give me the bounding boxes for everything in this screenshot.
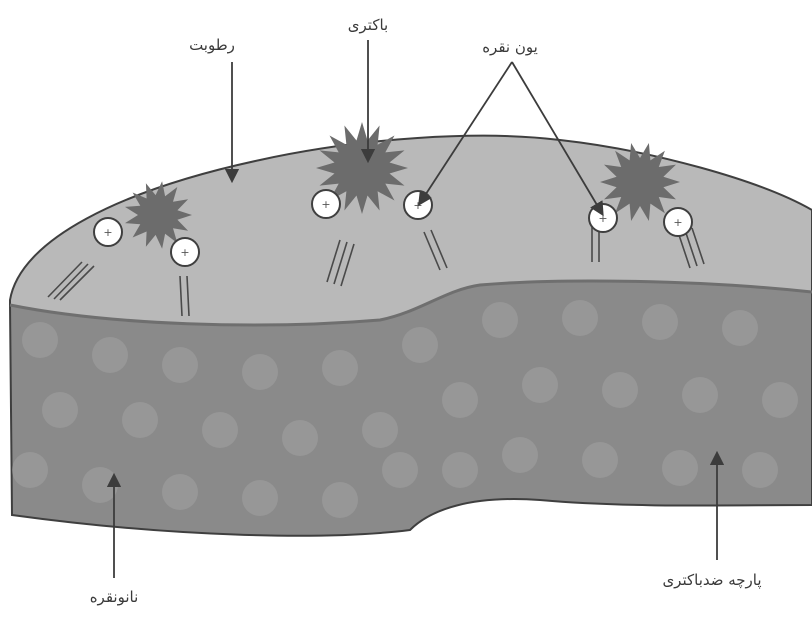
svg-text:+: + (180, 246, 189, 259)
nanosilver-particle (402, 327, 438, 363)
nanosilver-particle (22, 322, 58, 358)
svg-text:+: + (673, 216, 682, 229)
silver-ion-icon: + (589, 204, 617, 232)
nanosilver-particle (362, 412, 398, 448)
nanosilver-particle (242, 480, 278, 516)
nanosilver-particle (442, 382, 478, 418)
nanosilver-particle (522, 367, 558, 403)
nanosilver-particle (382, 452, 418, 488)
svg-text:+: + (321, 198, 330, 211)
silver-ion-icon: + (171, 238, 199, 266)
silver-ion-icon: + (404, 191, 432, 219)
nanosilver-particle (642, 304, 678, 340)
nanosilver-particle (122, 402, 158, 438)
svg-text:+: + (103, 226, 112, 239)
nanosilver-particle (662, 450, 698, 486)
nanosilver-particle (742, 452, 778, 488)
nanosilver-particle (12, 452, 48, 488)
fabric-label: پارچه ضدباکتری (662, 571, 761, 590)
silver-ion-icon: + (94, 218, 122, 246)
nanosilver-particle (162, 347, 198, 383)
nanosilver-particle (242, 354, 278, 390)
bacteria-label: باکتری (348, 16, 388, 34)
silver-ions-label: یون نقره (482, 38, 538, 56)
silver-ion-icon: + (664, 208, 692, 236)
silver-ion-icon: + (312, 190, 340, 218)
svg-text:+: + (413, 199, 422, 212)
moisture-label: رطوبت (189, 36, 235, 54)
nanosilver-particle (282, 420, 318, 456)
nanosilver-particle (162, 474, 198, 510)
nanosilver-particle (602, 372, 638, 408)
nanosilver-particle (762, 382, 798, 418)
nanosilver-particle (482, 302, 518, 338)
nanosilver-particle (502, 437, 538, 473)
nanosilver-particle (442, 452, 478, 488)
svg-text:+: + (598, 212, 607, 225)
nanosilver-particle (562, 300, 598, 336)
nanosilver-particle (202, 412, 238, 448)
nanosilver-particle (582, 442, 618, 478)
nanosilver-particle (682, 377, 718, 413)
nanosilver-particle (722, 310, 758, 346)
nanosilver-particle (322, 482, 358, 518)
nanosilver-particle (92, 337, 128, 373)
nanosilver-label: نانونقره (90, 588, 139, 606)
nanosilver-particle (42, 392, 78, 428)
nanosilver-particle (82, 467, 118, 503)
nanosilver-particle (322, 350, 358, 386)
